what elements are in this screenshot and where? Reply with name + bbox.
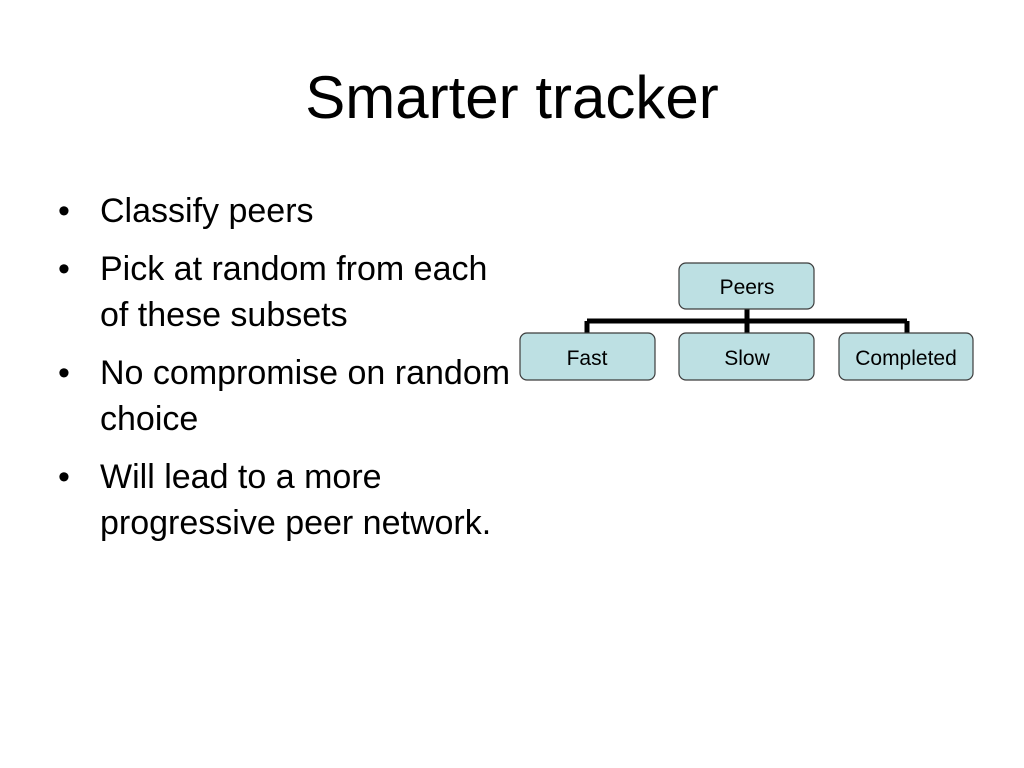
bullet-item: • Pick at random from each of these subs… bbox=[56, 246, 516, 338]
node-peers-label: Peers bbox=[720, 276, 775, 299]
node-completed: Completed bbox=[838, 332, 974, 381]
bullet-item: • Classify peers bbox=[56, 188, 516, 234]
node-slow-label: Slow bbox=[724, 347, 770, 370]
node-fast-label: Fast bbox=[567, 347, 608, 370]
node-fast-box bbox=[519, 332, 656, 381]
bullet-text: Will lead to a more progressive peer net… bbox=[100, 458, 492, 542]
bullet-text: Classify peers bbox=[100, 192, 314, 230]
bullet-item: • No compromise on random choice bbox=[56, 350, 516, 442]
node-fast: Fast bbox=[519, 332, 656, 381]
bullet-item: • Will lead to a more progressive peer n… bbox=[56, 454, 516, 546]
node-slow-box bbox=[678, 332, 815, 381]
node-completed-label: Completed bbox=[855, 347, 957, 370]
hierarchy-diagram: Peers Fast Slow Completed bbox=[519, 262, 974, 381]
node-peers-box bbox=[678, 262, 815, 310]
slide-title: Smarter tracker bbox=[305, 64, 719, 131]
bullet-dot: • bbox=[58, 354, 70, 392]
bullet-list: • Classify peers • Pick at random from e… bbox=[56, 188, 516, 558]
bullet-text: No compromise on random choice bbox=[100, 354, 511, 438]
bullet-dot: • bbox=[58, 192, 70, 230]
node-slow: Slow bbox=[678, 332, 815, 381]
bullet-dot: • bbox=[58, 458, 70, 496]
bullet-dot: • bbox=[58, 250, 70, 288]
node-completed-box bbox=[838, 332, 974, 381]
bullet-text: Pick at random from each of these subset… bbox=[100, 250, 488, 334]
node-peers: Peers bbox=[678, 262, 815, 310]
